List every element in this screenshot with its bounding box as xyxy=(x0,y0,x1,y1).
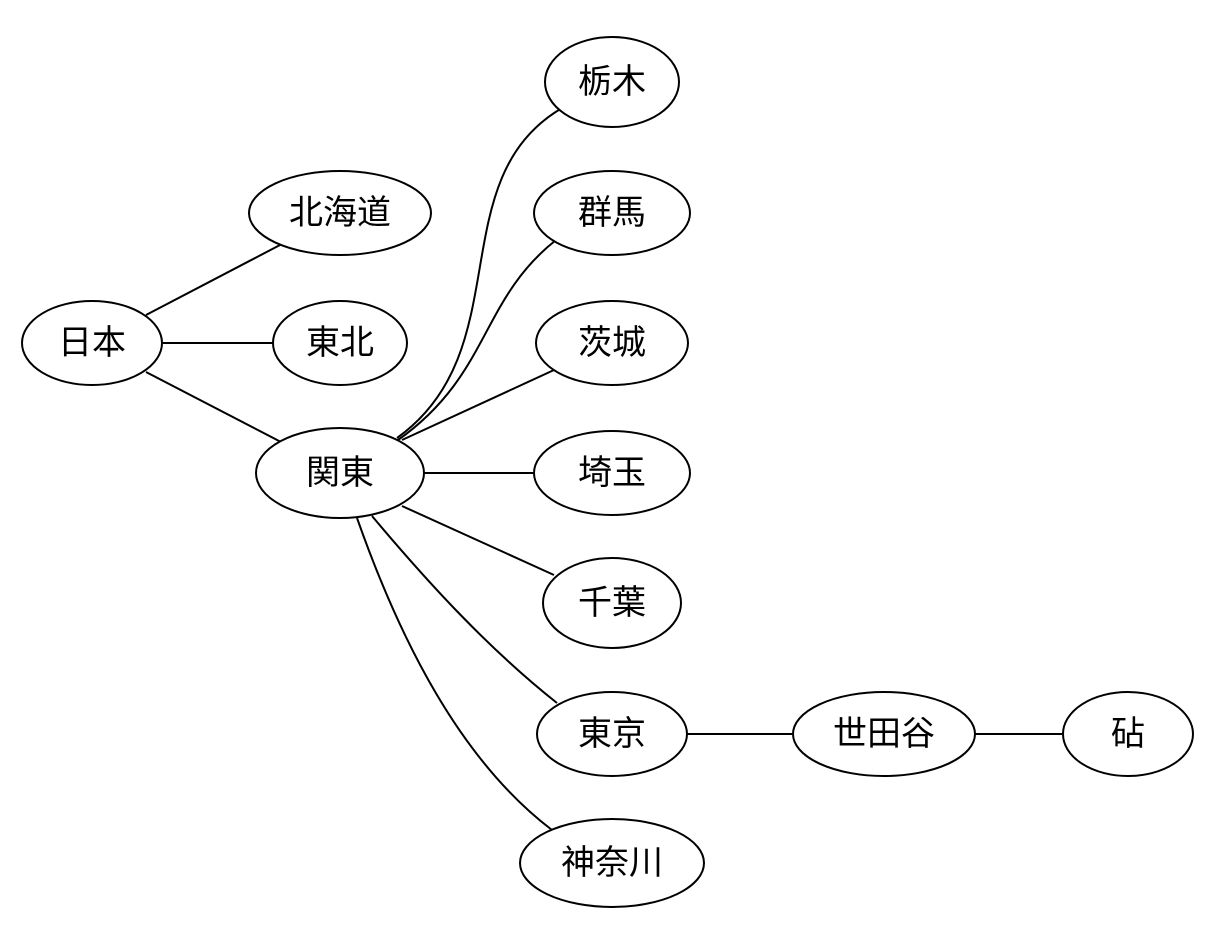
edge-kanto-gunma xyxy=(397,239,557,441)
node-japan-label: 日本 xyxy=(58,323,126,363)
node-tohoku-label: 東北 xyxy=(306,323,374,363)
node-tochigi: 栃木 xyxy=(544,36,680,128)
node-saitama: 埼玉 xyxy=(533,430,691,516)
node-hokkaido: 北海道 xyxy=(248,170,432,256)
edges xyxy=(145,107,1062,831)
node-tokyo-label: 東京 xyxy=(578,714,646,754)
edge-kanto-tochigi xyxy=(396,107,563,439)
node-kinuta: 砧 xyxy=(1062,691,1194,777)
node-kanto: 関東 xyxy=(255,427,425,519)
node-tochigi-label: 栃木 xyxy=(578,62,646,102)
node-ibaraki-shape xyxy=(535,300,689,386)
nodes: 日本 北海道 東北 関東 栃木 群馬 茨城 埼玉 xyxy=(21,36,1194,908)
node-kanto-label: 関東 xyxy=(306,453,374,493)
node-kinuta-label: 砧 xyxy=(1111,714,1145,754)
node-chiba-label: 千葉 xyxy=(578,583,646,623)
node-chiba: 千葉 xyxy=(542,557,682,649)
node-kanto-shape xyxy=(255,427,425,519)
node-tochigi-shape xyxy=(544,36,680,128)
node-tokyo-shape xyxy=(536,691,688,777)
node-chiba-shape xyxy=(542,557,682,649)
node-gunma-label: 群馬 xyxy=(578,193,646,233)
edge-kanto-tokyo xyxy=(371,515,558,704)
node-japan: 日本 xyxy=(21,300,163,386)
edge-kanto-ibaraki xyxy=(401,369,555,441)
node-setagaya-shape xyxy=(792,691,976,777)
edge-kanto-kanagawa xyxy=(356,517,553,831)
node-hokkaido-label: 北海道 xyxy=(289,193,391,233)
node-gunma-shape xyxy=(533,170,691,256)
node-ibaraki: 茨城 xyxy=(535,300,689,386)
node-kinuta-shape xyxy=(1062,691,1194,777)
node-hokkaido-shape xyxy=(248,170,432,256)
node-saitama-label: 埼玉 xyxy=(578,453,646,493)
node-kanagawa-shape xyxy=(519,818,705,908)
node-tokyo: 東京 xyxy=(536,691,688,777)
node-ibaraki-label: 茨城 xyxy=(578,323,646,363)
node-setagaya: 世田谷 xyxy=(792,691,976,777)
node-japan-shape xyxy=(21,300,163,386)
node-saitama-shape xyxy=(533,430,691,516)
node-tohoku: 東北 xyxy=(272,300,408,386)
node-setagaya-label: 世田谷 xyxy=(833,714,935,754)
node-kanagawa: 神奈川 xyxy=(519,818,705,908)
edge-kanto-chiba xyxy=(401,505,555,576)
node-kanagawa-label: 神奈川 xyxy=(561,843,663,883)
node-gunma: 群馬 xyxy=(533,170,691,256)
node-tohoku-shape xyxy=(272,300,408,386)
edge-japan-kanto xyxy=(145,371,282,443)
edge-japan-hokkaido xyxy=(145,244,281,316)
